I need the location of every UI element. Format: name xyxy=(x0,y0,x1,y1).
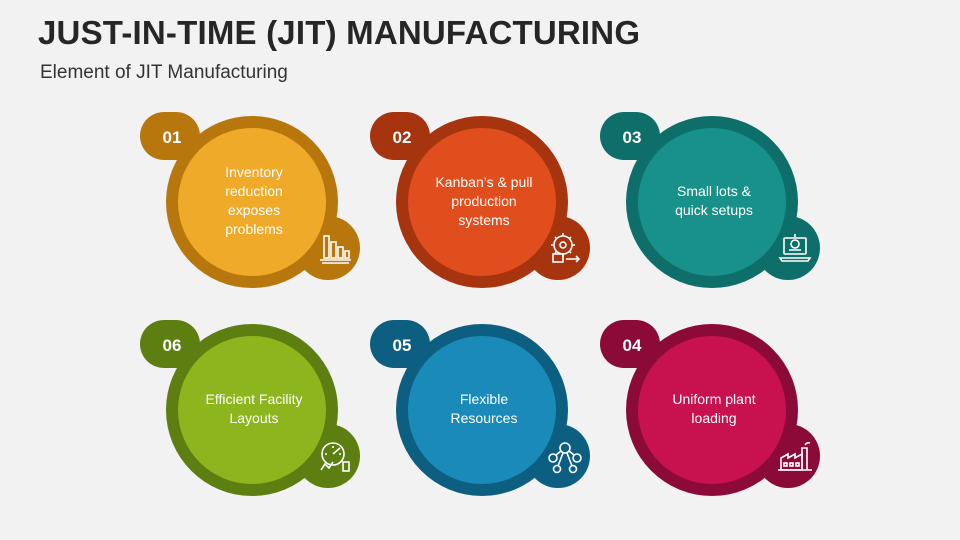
card-label: Efficient Facility Layouts xyxy=(205,391,303,426)
card-number: 04 xyxy=(622,336,642,355)
gauge-efficiency-icon xyxy=(320,442,350,472)
bar-chart-decline-icon xyxy=(320,235,351,264)
page-subtitle: Element of JIT Manufacturing xyxy=(40,62,288,83)
card-label: Uniform plant loading xyxy=(672,391,756,426)
card-shape xyxy=(140,112,360,288)
element-card-01: 01 Inventory reduction exposes problems xyxy=(140,112,370,292)
factory-icon xyxy=(778,441,812,471)
network-resources-icon xyxy=(548,442,582,474)
gear-box-flow-icon xyxy=(551,233,581,263)
card-shape xyxy=(140,320,360,496)
element-card-04: 04 Uniform plant loading xyxy=(600,320,830,500)
card-number: 06 xyxy=(162,336,182,355)
card-label: Kanban’s & pull production systems xyxy=(435,173,533,228)
element-card-02: 02 Kanban’s & pull production systems xyxy=(370,112,600,292)
element-card-05: 05 Flexible Resources xyxy=(370,320,600,500)
card-label: Inventory reduction exposes problems xyxy=(225,164,283,237)
card-shape xyxy=(370,112,590,288)
laptop-gear-icon xyxy=(778,234,812,262)
card-shape xyxy=(370,320,590,496)
page-title: JUST-IN-TIME (JIT) MANUFACTURING xyxy=(38,14,641,51)
element-card-06: 06 Efficient Facility Layouts xyxy=(140,320,370,500)
card-number: 02 xyxy=(392,128,412,147)
card-label: Flexible Resources xyxy=(450,391,518,426)
card-label: Small lots & quick setups xyxy=(675,183,753,218)
card-number: 05 xyxy=(392,336,412,355)
card-shape xyxy=(600,112,820,288)
card-number: 01 xyxy=(162,128,182,147)
element-card-03: 03 Small lots & quick setups xyxy=(600,112,830,292)
card-number: 03 xyxy=(622,128,642,147)
